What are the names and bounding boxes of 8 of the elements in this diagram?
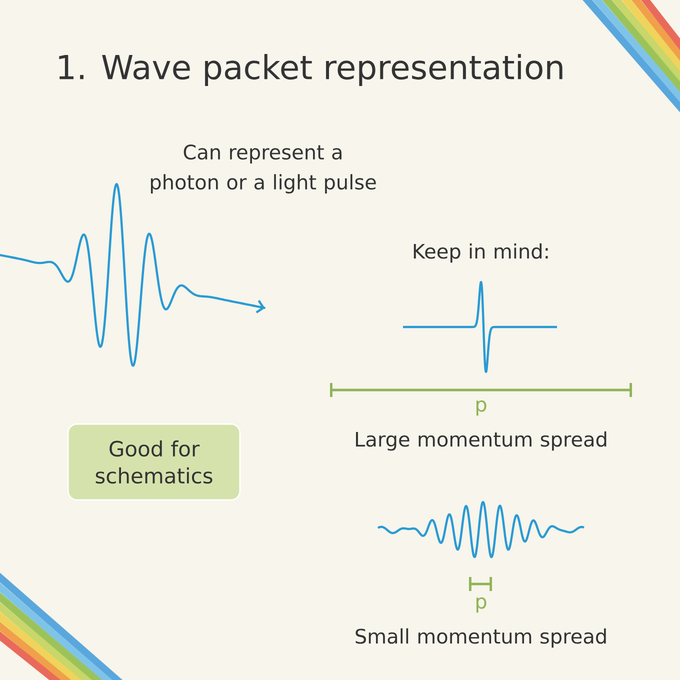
heading: Keep in mind: [414,243,548,263]
caption: Can represent a photon or a light pulse [150,144,376,194]
caption: Small momentum spread [356,628,606,648]
caption: Large momentum spread [356,431,606,451]
note-box: Good for schematics [67,423,241,501]
axis-label: p [476,597,486,613]
axis-label: p [476,400,486,416]
title: 1. Wave packet representation [59,54,562,86]
